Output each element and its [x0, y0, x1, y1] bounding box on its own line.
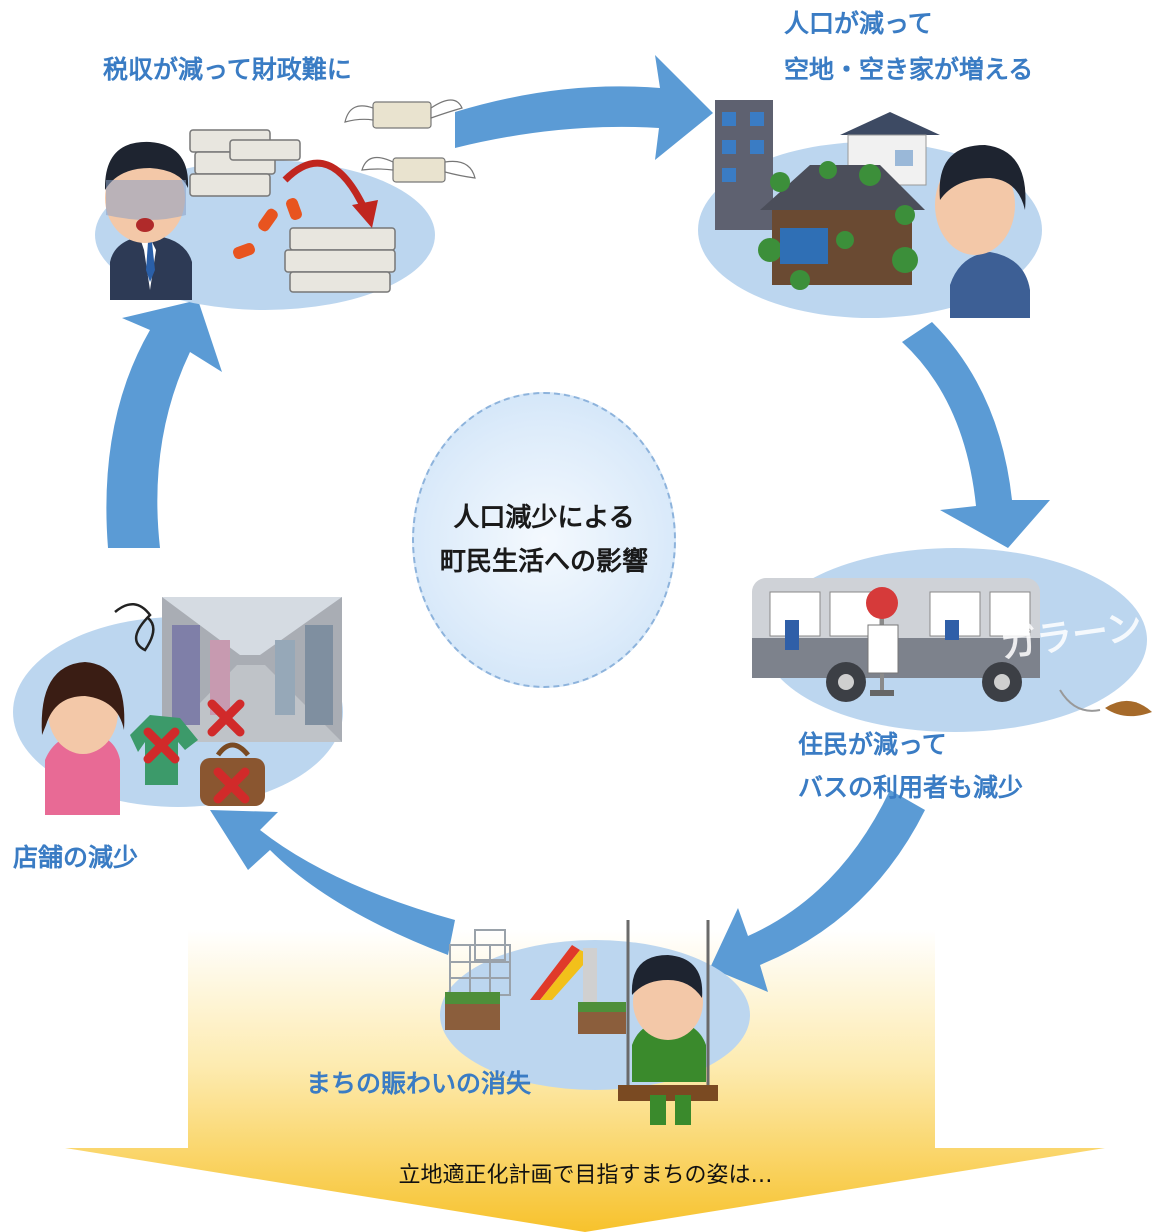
center-title-line1: 人口減少による — [453, 503, 635, 533]
arrow-right — [902, 322, 1050, 548]
shops-label: 店舗の減少 — [13, 843, 139, 872]
abandoned-house-icon — [760, 165, 925, 210]
x-mark-icon — [143, 699, 250, 804]
house-icon — [840, 112, 940, 135]
arrow-top — [455, 55, 713, 160]
shopping-arcade-icon — [162, 597, 342, 742]
arrow-lower-right — [710, 790, 925, 992]
vacant-house-scene — [698, 100, 1042, 318]
bus-label-line1: 住民が減って — [798, 730, 947, 759]
center-topic: 人口減少による 町民生活への影響 — [412, 392, 676, 688]
sad-woman-icon — [41, 662, 125, 815]
scribble-icon — [114, 603, 155, 652]
worried-official-icon — [104, 141, 192, 300]
vacant-label-line2: 空地・空き家が増える — [784, 55, 1034, 84]
curved-arrow-icon — [282, 159, 369, 212]
bottom-caption: 立地適正化計画で目指すまちの姿は… — [398, 1163, 773, 1188]
worried-man-icon — [935, 145, 1030, 318]
flying-money-icon — [344, 99, 476, 183]
center-title-line2: 町民生活への影響 — [439, 547, 648, 577]
arrow-left — [106, 300, 222, 548]
money-stack-icon — [189, 129, 396, 293]
jungle-gym-icon — [449, 929, 511, 996]
playground-scene — [440, 920, 750, 1125]
bus-label-line2: バスの利用者も減少 — [798, 773, 1024, 802]
cycle-arrows — [106, 55, 1050, 992]
tax-label: 税収が減って財政難に — [103, 55, 352, 84]
slide-icon — [530, 945, 597, 1003]
bus-stop-icon — [866, 587, 899, 696]
shop-scene — [13, 597, 343, 815]
arrow-lower-left — [210, 810, 455, 955]
sad-boy-on-swing-icon — [618, 920, 718, 1125]
bus-scene — [752, 548, 1152, 732]
tax-scene — [95, 99, 476, 310]
leaf-icon — [1105, 700, 1152, 717]
vacant-label-line1: 人口が減って — [784, 9, 933, 38]
liveliness-label: まちの賑わいの消失 — [306, 1069, 532, 1098]
